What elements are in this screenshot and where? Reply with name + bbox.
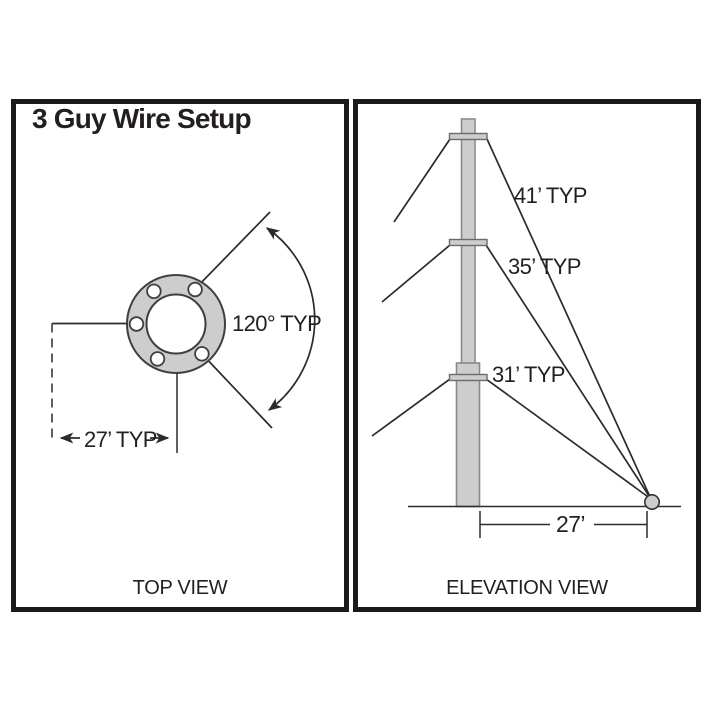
bolt-hole (187, 281, 203, 298)
guy-collar-top (448, 132, 488, 141)
angle-dimension-label: 120° TYP (232, 311, 322, 336)
guy-wire-length-label-31: 31’ TYP (492, 362, 565, 387)
guy-wire-top-right (194, 211, 271, 290)
bolt-hole (149, 351, 166, 367)
guy-wire-bottom-right (201, 353, 273, 429)
guy-wire-35ft-left (381, 244, 451, 303)
guy-wire-41ft (486, 138, 652, 500)
angle-arc (265, 227, 316, 411)
bolt-hole (146, 283, 162, 300)
guy-wire-31ft-left (371, 378, 451, 437)
guy-collar-middle (448, 238, 488, 247)
mast-lower-section (455, 362, 481, 508)
bolt-hole (194, 346, 210, 362)
flange-bolt-holes (128, 281, 210, 367)
anchor-distance-label: 27’ (556, 511, 586, 537)
elevation-view-drawing (371, 118, 681, 538)
anchor-ball (643, 493, 660, 510)
page-title: 3 Guy Wire Setup (32, 103, 252, 134)
anchor-spacing-dimension-label: 27’ TYP (84, 427, 157, 452)
guy-wire-35ft (485, 244, 652, 500)
elevation-view-caption: ELEVATION VIEW (446, 577, 608, 599)
guy-wire-31ft (485, 378, 652, 500)
top-view-caption: TOP VIEW (132, 577, 228, 599)
flange-inner-bore (145, 293, 207, 355)
guy-wire-41ft-left (393, 138, 451, 223)
guy-collar-bottom (448, 373, 488, 382)
elevation-view-panel (353, 99, 701, 612)
guy-wire-length-label-35: 35’ TYP (508, 254, 581, 279)
top-view-drawing (51, 211, 316, 453)
bolt-hole (128, 316, 145, 332)
guy-wire-length-label-41: 41’ TYP (514, 183, 587, 208)
